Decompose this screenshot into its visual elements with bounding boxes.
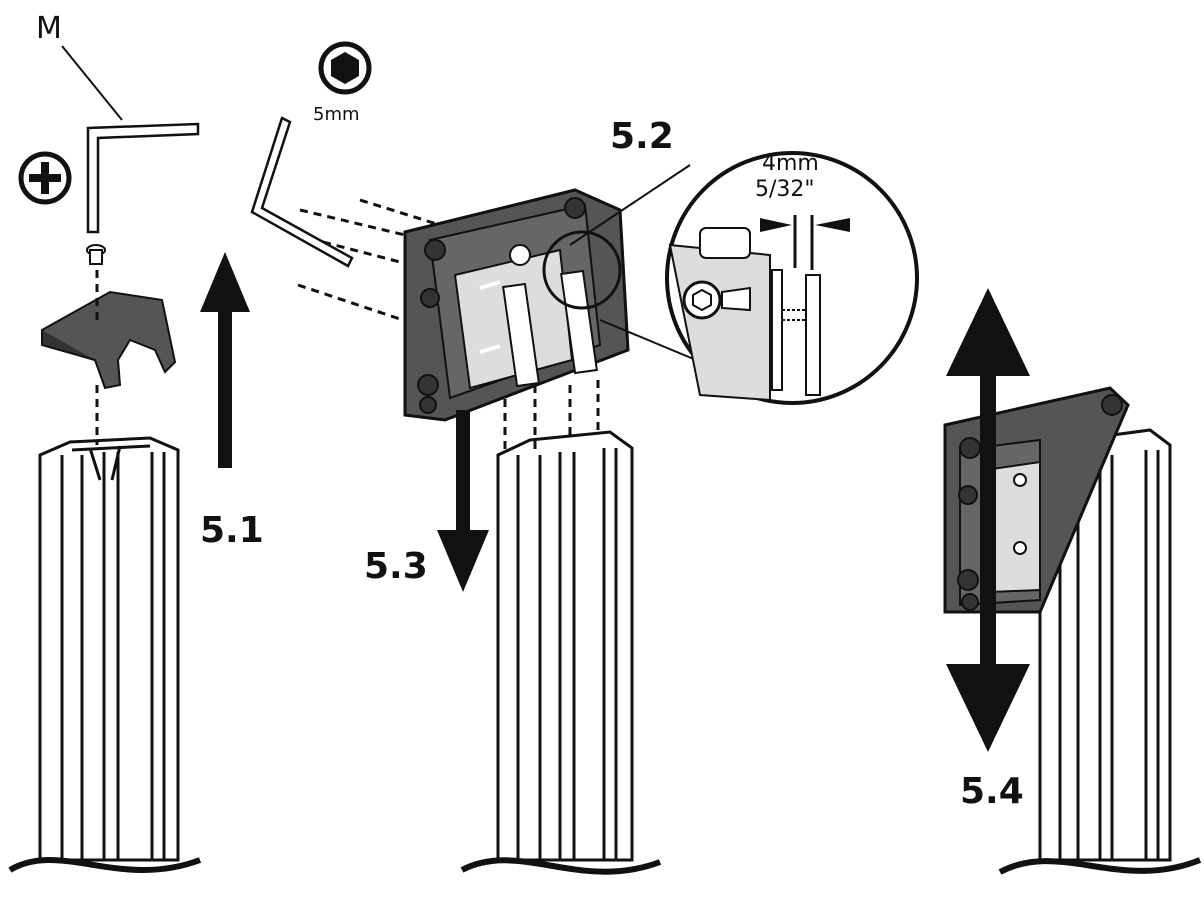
top-cap	[40, 290, 177, 390]
arrow-down	[437, 410, 489, 592]
step-label-5-1: 5.1	[200, 510, 264, 551]
mounting-plate	[403, 188, 630, 422]
leader-line	[61, 45, 123, 121]
left-column	[8, 436, 202, 873]
arrow-up-down	[946, 288, 1030, 752]
part-letter: M	[36, 11, 62, 46]
step-label-5-2: 5.2	[610, 116, 674, 157]
l-key-tool	[86, 122, 200, 234]
gap-imperial-label: 5/32"	[755, 177, 815, 202]
step-label-5-4: 5.4	[960, 771, 1024, 812]
hex-size-label: 5mm	[313, 104, 360, 125]
cap-screw	[86, 244, 106, 265]
middle-column	[460, 430, 662, 875]
detail-callout	[542, 151, 919, 405]
arrow-up	[200, 252, 250, 468]
step-label-5-3: 5.3	[364, 546, 428, 587]
hex-key-tool	[250, 116, 354, 268]
hex-key-icon	[318, 41, 372, 95]
gap-metric-label: 4mm	[762, 151, 819, 176]
phillips-head-icon	[18, 151, 72, 205]
